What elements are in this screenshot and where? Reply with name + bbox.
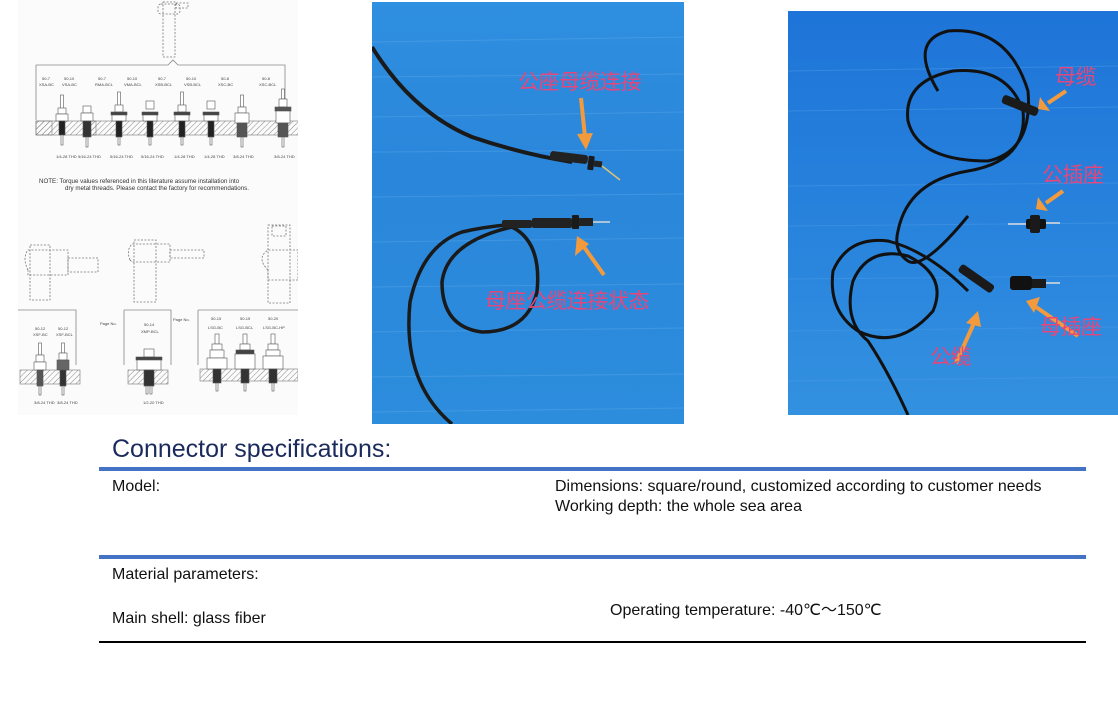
svg-text:1/4-28 THD: 1/4-28 THD bbox=[174, 154, 195, 159]
svg-text:50-15: 50-15 bbox=[240, 316, 251, 321]
svg-text:1/2-20 THD: 1/2-20 THD bbox=[143, 400, 164, 405]
svg-text:5/16-24 THD: 5/16-24 THD bbox=[78, 154, 101, 159]
label-male-socket-female-cable-connection: 公座母缆连接 bbox=[518, 70, 642, 94]
svg-text:1/4-28 THD: 1/4-28 THD bbox=[56, 154, 77, 159]
svg-text:RMA-BCL: RMA-BCL bbox=[95, 82, 114, 87]
spec-model-label: Model: bbox=[112, 478, 161, 495]
svg-text:50-15: 50-15 bbox=[211, 316, 222, 321]
svg-text:Page No.: Page No. bbox=[100, 321, 117, 326]
svg-text:XMP-BCL: XMP-BCL bbox=[141, 329, 160, 334]
svg-text:1/4-28 THD: 1/4-28 THD bbox=[204, 154, 225, 159]
svg-text:50-10: 50-10 bbox=[64, 76, 75, 81]
svg-text:LSG-BC-HP: LSG-BC-HP bbox=[263, 325, 285, 330]
spec-material-heading: Material parameters: bbox=[112, 566, 259, 583]
parts-photo-illustration bbox=[788, 29, 1118, 415]
svg-text:LSG-BC: LSG-BC bbox=[208, 325, 223, 330]
label-female-socket: 母插座 bbox=[1040, 315, 1102, 339]
svg-text:VMA-BCL: VMA-BCL bbox=[124, 82, 143, 87]
svg-text:3/8-24 THD: 3/8-24 THD bbox=[233, 154, 254, 159]
svg-text:Page No.: Page No. bbox=[173, 317, 190, 322]
svg-text:XSA-BC: XSA-BC bbox=[39, 82, 54, 87]
svg-text:50-7: 50-7 bbox=[42, 76, 51, 81]
svg-text:XSB-BCL: XSB-BCL bbox=[155, 82, 173, 87]
divider-bottom bbox=[99, 641, 1086, 643]
svg-text:VSA-BC: VSA-BC bbox=[62, 82, 77, 87]
svg-text:50-10: 50-10 bbox=[186, 76, 197, 81]
svg-text:XSC-BC: XSC-BC bbox=[218, 82, 233, 87]
svg-text:3/8-24 THD: 3/8-24 THD bbox=[34, 400, 55, 405]
svg-text:VSB-BCL: VSB-BCL bbox=[184, 82, 202, 87]
svg-text:50-14: 50-14 bbox=[144, 322, 155, 327]
spec-working-depth: Working depth: the whole sea area bbox=[555, 498, 802, 515]
svg-text:3/8-24 THD: 3/8-24 THD bbox=[274, 154, 295, 159]
svg-text:LSG-BCL: LSG-BCL bbox=[236, 325, 254, 330]
label-female-cable: 母缆 bbox=[1055, 65, 1097, 89]
label-male-socket: 公插座 bbox=[1042, 163, 1104, 187]
label-female-socket-male-cable-connection: 母座公缆连接状态 bbox=[485, 289, 650, 313]
connection-state-photo: 公座母缆连接 母座公缆连接状态 bbox=[372, 2, 684, 424]
svg-text:XSF-BCL: XSF-BCL bbox=[56, 332, 74, 337]
section-title: Connector specifications: bbox=[112, 435, 392, 463]
svg-text:NOTE: Torque values referenc: NOTE: Torque values referenced in this l… bbox=[39, 178, 240, 185]
svg-text:50-7: 50-7 bbox=[98, 76, 107, 81]
svg-text:50-10: 50-10 bbox=[127, 76, 138, 81]
svg-text:50-8: 50-8 bbox=[262, 76, 271, 81]
svg-text:3/8-24 THD: 3/8-24 THD bbox=[57, 400, 78, 405]
connector-parts-photo: 母缆 公插座 母插座 公缆 bbox=[788, 11, 1118, 415]
svg-text:XSF-BC: XSF-BC bbox=[33, 332, 48, 337]
spec-main-shell: Main shell: glass fiber bbox=[112, 610, 266, 627]
divider-middle bbox=[99, 555, 1086, 559]
technical-drawing: 50-7 50-10 50-7 50-10 50-7 50-10 50-8 50… bbox=[18, 1, 298, 405]
svg-text:5/16-24 THD: 5/16-24 THD bbox=[110, 154, 133, 159]
spec-operating-temperature: Operating temperature: -40℃～150℃ bbox=[610, 602, 882, 619]
spec-dimensions: Dimensions: square/round, customized acc… bbox=[555, 478, 1042, 495]
label-male-cable: 公缆 bbox=[930, 345, 972, 369]
svg-text:50-8: 50-8 bbox=[221, 76, 230, 81]
connector-drawing-figure: 50-7 50-10 50-7 50-10 50-7 50-10 50-8 50… bbox=[18, 0, 298, 415]
cable-photo-illustration bbox=[372, 36, 684, 424]
svg-text:50-20: 50-20 bbox=[268, 316, 279, 321]
divider-top bbox=[99, 467, 1086, 471]
svg-text:50-12: 50-12 bbox=[58, 326, 69, 331]
svg-text:50-7: 50-7 bbox=[158, 76, 167, 81]
svg-text:50-12: 50-12 bbox=[35, 326, 46, 331]
svg-text:5/16-24 THD: 5/16-24 THD bbox=[141, 154, 164, 159]
svg-text:XSC-BCL: XSC-BCL bbox=[259, 82, 277, 87]
svg-text:dry metal threads. Please cont: dry metal threads. Please contact the fa… bbox=[65, 185, 249, 192]
